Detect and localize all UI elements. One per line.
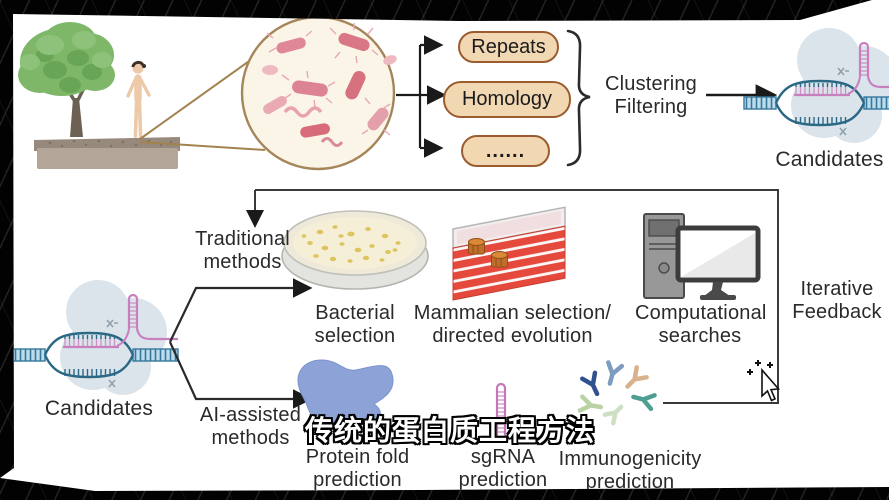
video-subtitle: 传统的蛋白质工程方法 <box>304 415 595 446</box>
protein-fold-prediction-label: Protein fold prediction <box>305 446 410 491</box>
computational-searches-label: Computational searches <box>635 302 767 347</box>
filter-pill-homology: Homology <box>443 81 571 118</box>
human-figure-icon <box>126 60 151 138</box>
candidates-structure-top <box>742 26 889 145</box>
iterative-feedback-label: Iterative Feedback <box>792 278 882 323</box>
rna-hairpin-icon <box>495 382 507 436</box>
candidates-left-label: Candidates <box>44 397 154 420</box>
method-branch-arrows <box>168 278 313 409</box>
antibody-cluster-icon <box>577 360 657 426</box>
ai-assisted-methods-label: AI-assisted methods <box>199 404 302 449</box>
sparkle-cursor-icon <box>747 360 781 402</box>
protein-blob-icon <box>297 359 394 426</box>
candidates-top-label: Candidates <box>775 148 884 171</box>
magnified-microbes-circle <box>240 15 397 171</box>
brace <box>566 29 591 167</box>
magnifier-wedge <box>139 53 266 151</box>
petri-dish-icon <box>281 210 429 290</box>
bacterial-selection-label: Bacterial selection <box>314 302 396 347</box>
desktop-computer-icon <box>643 213 761 300</box>
traditional-methods-label: Traditional methods <box>195 228 290 273</box>
tree-human-soil-illustration <box>18 22 180 169</box>
tree-icon <box>18 22 115 137</box>
candidates-structure-left <box>11 278 180 397</box>
filter-branch-arrows <box>396 35 447 158</box>
filter-pill-ellipsis: ...... <box>461 135 550 167</box>
clustering-filtering-label: Clustering Filtering <box>604 73 698 118</box>
cell-culture-flasks-icon <box>452 206 566 301</box>
immunogenicity-prediction-label: Immunogenicity prediction <box>558 448 702 493</box>
mammalian-selection-label: Mammalian selection/ directed evolution <box>413 302 612 347</box>
feedback-loop-lines <box>246 189 779 404</box>
sgrna-prediction-label: sgRNA prediction <box>458 446 548 491</box>
filter-pill-repeats: Repeats <box>458 31 559 63</box>
